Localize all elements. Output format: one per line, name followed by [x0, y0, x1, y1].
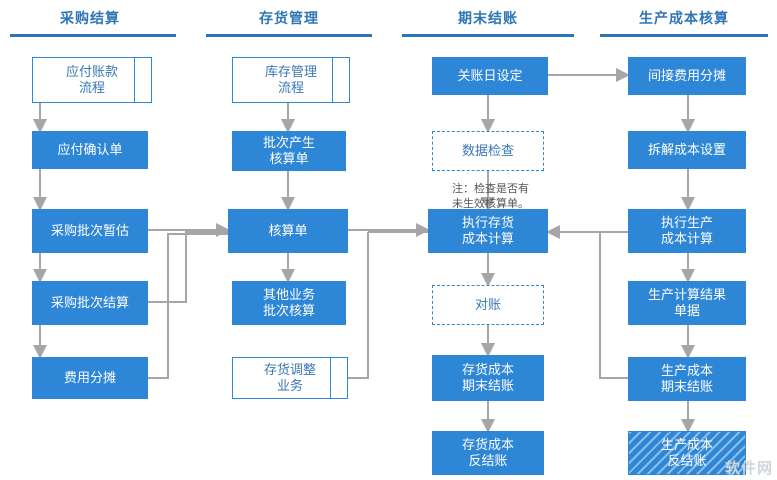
box-tick [134, 58, 135, 102]
column-title-2: 存货管理 [259, 10, 319, 26]
node-c1n2[interactable]: 应付确认单 [32, 131, 148, 169]
watermark: 软件网 [724, 460, 773, 477]
column-rule-3 [402, 34, 574, 37]
node-c2n3[interactable]: 核算单 [228, 209, 348, 253]
node-c3n6[interactable]: 存货成本 反结账 [432, 431, 544, 475]
node-c2n4[interactable]: 其他业务 批次核算 [232, 281, 346, 325]
data-check-note: 注：检查是否有 未生效核算单。 [452, 183, 529, 210]
node-c4n3[interactable]: 执行生产 成本计算 [628, 209, 746, 253]
node-c3n3[interactable]: 执行存货 成本计算 [428, 209, 548, 253]
node-c4n5[interactable]: 生产成本 期末结账 [628, 357, 746, 401]
node-c3n1[interactable]: 关账日设定 [432, 57, 548, 95]
column-title-4: 生产成本核算 [639, 10, 729, 26]
node-c3n4[interactable]: 对账 [432, 285, 544, 325]
column-rule-4 [600, 34, 768, 37]
column-title-1: 采购结算 [60, 10, 120, 26]
node-c1n4[interactable]: 采购批次结算 [32, 281, 148, 325]
column-title-3: 期末结账 [458, 10, 518, 26]
node-c1n3[interactable]: 采购批次暂估 [32, 209, 148, 253]
node-c4n1[interactable]: 间接费用分摊 [628, 57, 746, 95]
node-c4n4[interactable]: 生产计算结果 单据 [628, 281, 746, 325]
node-c2n2[interactable]: 批次产生 核算单 [232, 131, 346, 171]
box-tick [330, 358, 331, 398]
node-c2n1[interactable]: 库存管理 流程 [232, 57, 350, 103]
node-c3n2[interactable]: 数据检查 [432, 131, 544, 171]
node-c2n5[interactable]: 存货调整 业务 [232, 357, 348, 399]
node-c1n1[interactable]: 应付账款 流程 [32, 57, 152, 103]
node-c4n6[interactable]: 生产成本 反结账 [628, 431, 746, 475]
column-rule-2 [206, 34, 372, 37]
box-tick [332, 58, 333, 102]
node-c1n5[interactable]: 费用分摊 [32, 357, 148, 399]
node-c4n2[interactable]: 拆解成本设置 [628, 131, 746, 169]
column-rule-1 [10, 34, 176, 37]
node-c3n5[interactable]: 存货成本 期末结账 [432, 355, 544, 401]
